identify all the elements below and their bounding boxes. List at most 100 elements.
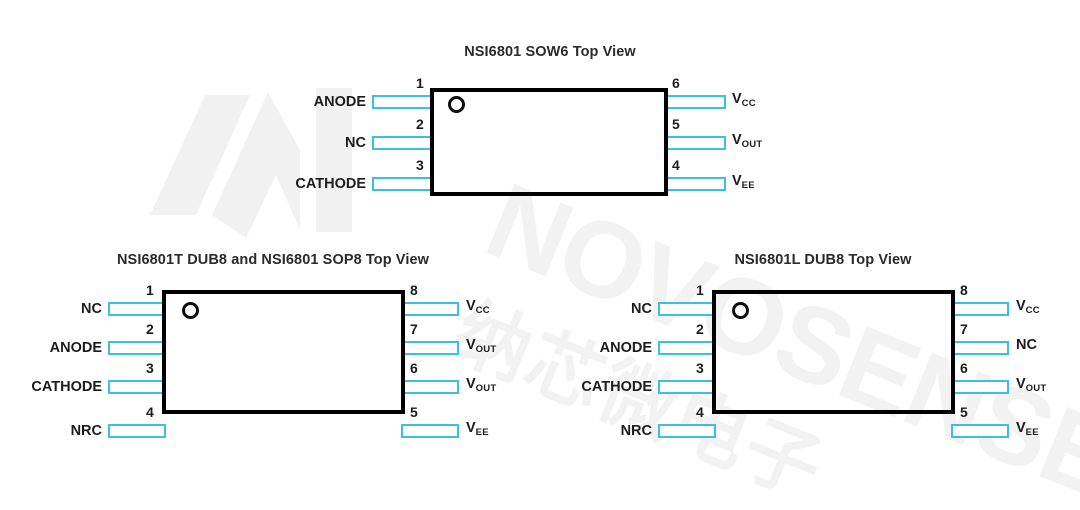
pin-label-sub: EE (1025, 427, 1039, 438)
pin-label-dub8-6: VOUT (466, 376, 497, 394)
pin-label-l-dub8-6: VOUT (1016, 376, 1047, 394)
pin-label-sub: OUT (741, 139, 763, 150)
lead-l-dub8-3 (658, 380, 716, 394)
pin-label-sub: EE (475, 427, 489, 438)
pin-label-dub8-7: VOUT (466, 337, 497, 355)
pin-label-text: NRC (70, 423, 102, 439)
pin-label-sub: OUT (475, 344, 497, 355)
diagram-title-dub8-sop8: NSI6801T DUB8 and NSI6801 SOP8 Top View (116, 252, 429, 268)
lead-sow6-1 (372, 95, 434, 109)
pin-number-dub8-8: 8 (410, 282, 418, 298)
pin-number-l-dub8-8: 8 (960, 282, 968, 298)
pin-label-sub: CC (1025, 305, 1040, 316)
pinout-diagram-sow6: NSI6801 SOW6 Top View 1 ANODE 2 NC 3 CAT… (290, 44, 810, 214)
pin-label-text: NRC (620, 423, 652, 439)
pin-label-l-dub8-4: NRC (498, 424, 652, 439)
pin-number-l-dub8-5: 5 (960, 404, 968, 420)
pin-label-text: V (732, 91, 742, 107)
lead-l-dub8-6 (951, 380, 1009, 394)
lead-l-dub8-4 (658, 424, 716, 438)
pin-label-text: ANODE (599, 340, 652, 356)
diagram-title-sow6: NSI6801 SOW6 Top View (464, 44, 636, 60)
pin-number-sow6-6: 6 (672, 75, 680, 91)
lead-sow6-2 (372, 136, 434, 150)
lead-sow6-6 (664, 95, 726, 109)
pin-label-sow6-3: CATHODE (212, 177, 366, 192)
pin-label-sow6-2: NC (212, 136, 366, 151)
pin-label-text: CATHODE (31, 379, 102, 395)
lead-dub8-4 (108, 424, 166, 438)
pin-label-text: V (732, 173, 742, 189)
pin-label-text: NC (81, 301, 102, 317)
package-body-dub8-sop8 (162, 290, 405, 414)
pinout-diagram-l-dub8: NSI6801L DUB8 Top View 1 NC 2 ANODE 3 CA… (581, 252, 1068, 467)
pin-label-dub8-2: ANODE (0, 341, 102, 356)
pin-label-text: V (466, 298, 476, 314)
pin1-marker-dot (448, 96, 465, 113)
pin-number-dub8-2: 2 (146, 321, 154, 337)
pin-number-l-dub8-7: 7 (960, 321, 968, 337)
lead-dub8-6 (401, 380, 459, 394)
lead-l-dub8-2 (658, 341, 716, 355)
pin-label-sub: CC (741, 98, 756, 109)
lead-dub8-5 (401, 424, 459, 438)
pin-label-dub8-8: VCC (466, 298, 490, 316)
pin-label-l-dub8-7: NC (1016, 338, 1037, 353)
pin-label-sow6-6: VCC (732, 91, 756, 109)
pin-label-l-dub8-3: CATHODE (498, 380, 652, 395)
pin-label-sow6-5: VOUT (732, 132, 763, 150)
pin-label-dub8-3: CATHODE (0, 380, 102, 395)
lead-l-dub8-5 (951, 424, 1009, 438)
lead-sow6-5 (664, 136, 726, 150)
pin-label-sow6-4: VEE (732, 173, 755, 191)
diagram-title-l-dub8: NSI6801L DUB8 Top View (734, 252, 912, 268)
pin-label-l-dub8-5: VEE (1016, 420, 1039, 438)
lead-l-dub8-7 (951, 341, 1009, 355)
pin-label-text: ANODE (49, 340, 102, 356)
pin-number-l-dub8-4: 4 (696, 404, 704, 420)
pin-label-dub8-4: NRC (0, 424, 102, 439)
pin-number-dub8-4: 4 (146, 404, 154, 420)
pin-number-l-dub8-2: 2 (696, 321, 704, 337)
package-body-sow6 (430, 88, 668, 196)
pin-label-sub: OUT (1025, 383, 1047, 394)
pin-label-sub: CC (475, 305, 490, 316)
pin-number-l-dub8-3: 3 (696, 360, 704, 376)
lead-dub8-1 (108, 302, 166, 316)
pin-number-dub8-6: 6 (410, 360, 418, 376)
pin-label-text: V (466, 420, 476, 436)
pin-label-l-dub8-8: VCC (1016, 298, 1040, 316)
pin-label-text: V (466, 337, 476, 353)
lead-l-dub8-1 (658, 302, 716, 316)
pin-number-dub8-1: 1 (146, 282, 154, 298)
pin-label-text: NC (1016, 337, 1037, 353)
pin-label-text: NC (631, 301, 652, 317)
lead-sow6-4 (664, 177, 726, 191)
pin-label-text: V (1016, 420, 1026, 436)
pin-label-text: V (732, 132, 742, 148)
pin-label-text: ANODE (313, 94, 366, 110)
lead-dub8-7 (401, 341, 459, 355)
lead-sow6-3 (372, 177, 434, 191)
pin-label-text: V (466, 376, 476, 392)
pin-number-sow6-3: 3 (416, 157, 424, 173)
pin1-marker-dot (182, 302, 199, 319)
pin-number-l-dub8-1: 1 (696, 282, 704, 298)
pin-label-dub8-5: VEE (466, 420, 489, 438)
pinout-diagram-dub8-sop8: NSI6801T DUB8 and NSI6801 SOP8 Top View … (31, 252, 518, 467)
lead-l-dub8-8 (951, 302, 1009, 316)
pin-number-dub8-3: 3 (146, 360, 154, 376)
pin-number-sow6-1: 1 (416, 75, 424, 91)
pin-label-text: V (1016, 298, 1026, 314)
pin-number-sow6-4: 4 (672, 157, 680, 173)
pin-number-sow6-5: 5 (672, 116, 680, 132)
pin-label-sub: OUT (475, 383, 497, 394)
pin-label-text: NC (345, 135, 366, 151)
pin-label-sow6-1: ANODE (212, 95, 366, 110)
pin-number-dub8-5: 5 (410, 404, 418, 420)
pin-label-l-dub8-1: NC (498, 302, 652, 317)
pin-label-text: V (1016, 376, 1026, 392)
lead-dub8-8 (401, 302, 459, 316)
pin-label-sub: EE (741, 180, 755, 191)
pin-label-dub8-1: NC (0, 302, 102, 317)
